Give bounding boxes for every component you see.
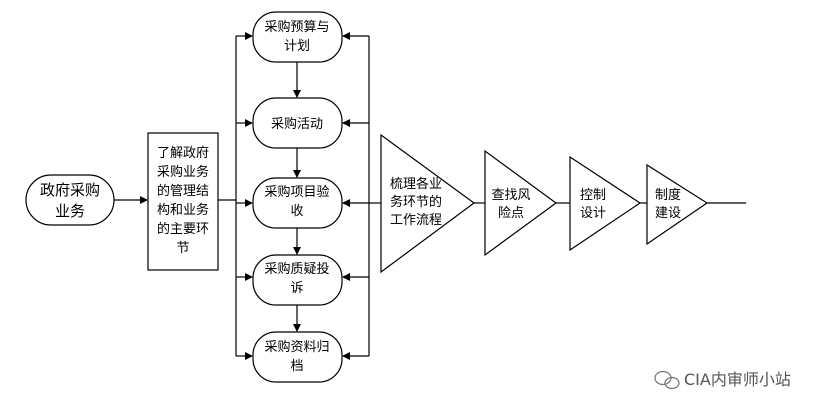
step-5: 采购资料归 档 <box>252 331 343 383</box>
phase-3-line-1: 控制 <box>580 188 606 203</box>
step-1-line-1: 采购预算与 <box>264 19 329 35</box>
understand-line-2: 采购业务 <box>157 164 209 180</box>
step-5-line-1: 采购资料归 <box>264 339 329 355</box>
step-3: 采购项目验 收 <box>252 177 343 229</box>
step-1: 采购预算与 计划 <box>252 11 343 63</box>
phase-1-line-1: 梳理各业 <box>390 176 442 192</box>
start-node-line-1: 政府采购 <box>40 181 100 199</box>
phase-2-line-2: 险点 <box>498 206 524 221</box>
phase-1: 梳理各业 务环节的 工作流程 <box>380 133 476 274</box>
phase-2-line-1: 查找风 <box>491 188 530 203</box>
step-4-line-2: 诉 <box>290 281 303 296</box>
phase-1-line-3: 工作流程 <box>390 213 442 228</box>
phase-2: 查找风 险点 <box>484 149 558 257</box>
understand-line-4: 构和业务 <box>157 202 209 218</box>
understand-node: 了解政府 采购业务 的管理结 构和业务 的主要环 节 <box>147 132 219 271</box>
phase-4-line-1: 制度 <box>655 187 681 203</box>
understand-line-6: 节 <box>176 241 189 256</box>
understand-line-1: 了解政府 <box>157 146 209 161</box>
right-bus <box>342 32 381 360</box>
step-2: 采购活动 <box>252 97 343 149</box>
phase-4: 制度 建设 <box>646 163 709 246</box>
start-node: 政府采购 业务 <box>25 174 115 226</box>
wechat-icon <box>654 370 680 390</box>
phase-4-line-2: 建设 <box>655 206 681 221</box>
phase-3: 控制 设计 <box>569 155 642 252</box>
understand-line-5: 的主要环 <box>157 221 209 237</box>
watermark-text: CIA内审师小站 <box>684 370 791 389</box>
start-node-line-2: 业务 <box>55 202 85 220</box>
phase-1-line-2: 务环节的 <box>390 194 442 210</box>
watermark: CIA内审师小站 <box>654 370 791 390</box>
step-2-line-1: 采购活动 <box>271 116 323 132</box>
phase-3-line-2: 设计 <box>580 206 606 221</box>
left-bus <box>218 32 253 360</box>
step-4: 采购质疑投 诉 <box>252 254 343 306</box>
step-3-line-2: 收 <box>290 204 303 219</box>
step-3-line-1: 采购项目验 <box>264 184 329 200</box>
step-1-line-2: 计划 <box>284 39 310 54</box>
understand-line-3: 的管理结 <box>157 183 209 199</box>
step-5-line-2: 档 <box>290 359 303 374</box>
step-4-line-1: 采购质疑投 <box>264 261 329 277</box>
